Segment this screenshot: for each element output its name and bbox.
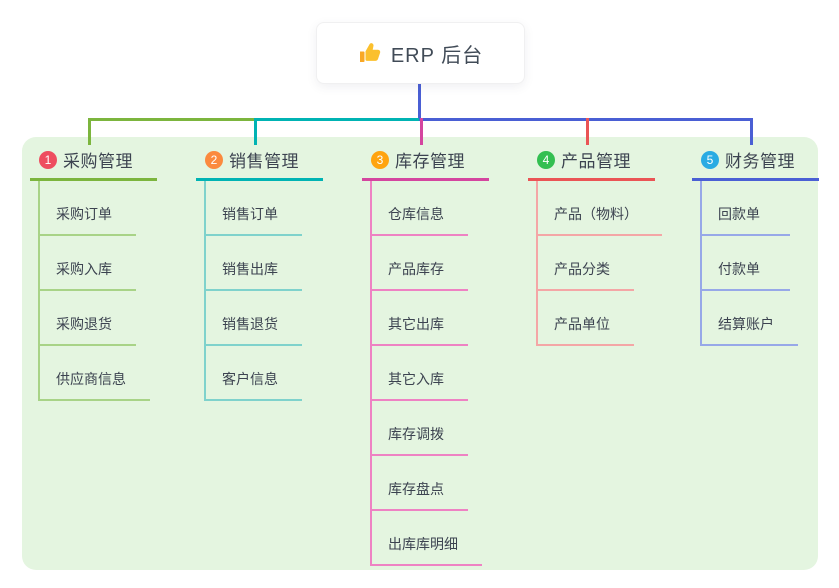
branch-label: 销售管理 [229,152,299,171]
branch-badge: 2 [205,150,223,169]
leaf-node[interactable]: 销售退货 [204,291,302,346]
children-connector-line [370,181,372,566]
leaf-node[interactable]: 结算账户 [700,291,798,346]
branch-drop-line [254,118,257,145]
connector-bus-segment-green [88,118,255,121]
branch-label: 产品管理 [561,152,631,171]
leaf-node[interactable]: 付款单 [700,236,790,291]
leaf-node[interactable]: 其它出库 [370,291,468,346]
leaf-node[interactable]: 客户信息 [204,346,302,401]
thumbs-up-icon [359,43,381,62]
branch-children: 产品（物料） 产品分类 产品单位 [536,181,678,346]
leaf-node[interactable]: 出库库明细 [370,511,482,566]
leaf-node[interactable]: 库存调拨 [370,401,468,456]
connector-root-drop [418,82,421,118]
leaf-node[interactable]: 产品库存 [370,236,468,291]
root-label: ERP 后台 [390,44,484,67]
leaf-node[interactable]: 采购入库 [38,236,136,291]
branch-drop-line [750,118,753,145]
branch-node-2[interactable]: 2 销售管理 [196,145,323,181]
branch-children: 采购订单 采购入库 采购退货 供应商信息 [38,181,180,401]
branch-label: 采购管理 [63,152,133,171]
branch-node-5[interactable]: 5 财务管理 [692,145,819,181]
leaf-node[interactable]: 其它入库 [370,346,468,401]
branch-badge: 1 [39,150,57,169]
leaf-node[interactable]: 采购退货 [38,291,136,346]
leaf-node[interactable]: 回款单 [700,181,790,236]
branch-badge: 5 [701,150,719,169]
branch-node-4[interactable]: 4 产品管理 [528,145,655,181]
root-node[interactable]: ERP 后台 [316,22,525,84]
children-connector-line [38,181,40,401]
branch-drop-line [586,118,589,145]
leaf-node[interactable]: 仓库信息 [370,181,468,236]
branch-column-5: 5 财务管理 回款单 付款单 结算账户 [692,118,839,346]
branch-node-1[interactable]: 1 采购管理 [30,145,157,181]
branch-children: 销售订单 销售出库 销售退货 客户信息 [204,181,346,401]
leaf-node[interactable]: 供应商信息 [38,346,150,401]
branch-badge: 3 [371,150,389,169]
branch-drop-line [88,118,91,145]
leaf-node[interactable]: 产品单位 [536,291,634,346]
children-connector-line [536,181,538,346]
branch-node-3[interactable]: 3 库存管理 [362,145,489,181]
children-connector-line [204,181,206,401]
children-connector-line [700,181,702,346]
branch-children: 仓库信息 产品库存 其它出库 其它入库 库存调拨 库存盘点 出库库明细 [370,181,512,566]
leaf-node[interactable]: 销售订单 [204,181,302,236]
branch-label: 库存管理 [395,152,465,171]
branch-label: 财务管理 [725,152,795,171]
leaf-node[interactable]: 库存盘点 [370,456,468,511]
branch-children: 回款单 付款单 结算账户 [700,181,839,346]
branch-column-3: 3 库存管理 仓库信息 产品库存 其它出库 其它入库 库存调拨 库存盘点 出库库… [362,118,512,566]
mindmap-canvas [22,137,818,570]
branch-drop-line [420,118,423,145]
leaf-node[interactable]: 销售出库 [204,236,302,291]
branch-column-1: 1 采购管理 采购订单 采购入库 采购退货 供应商信息 [30,118,180,401]
leaf-node[interactable]: 产品（物料） [536,181,662,236]
leaf-node[interactable]: 产品分类 [536,236,634,291]
branch-badge: 4 [537,150,555,169]
branch-column-4: 4 产品管理 产品（物料） 产品分类 产品单位 [528,118,678,346]
branch-column-2: 2 销售管理 销售订单 销售出库 销售退货 客户信息 [196,118,346,401]
connector-bus-segment-teal [254,118,419,121]
leaf-node[interactable]: 采购订单 [38,181,136,236]
